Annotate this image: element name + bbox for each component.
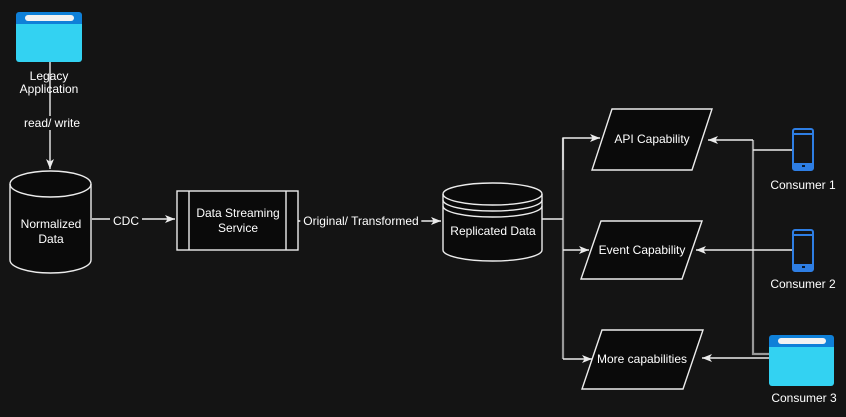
consumer-1-label: Consumer 1 xyxy=(770,178,836,192)
consumer-3-label: Consumer 3 xyxy=(771,391,837,405)
phone-top-bezel xyxy=(794,130,812,135)
consumer-3-browser-window-icon xyxy=(769,335,834,386)
browser-body xyxy=(16,24,82,62)
edge-bus-to-api xyxy=(562,134,600,170)
phone-top-bezel xyxy=(794,231,812,236)
event-capability-label: Event Capability xyxy=(598,243,686,257)
phone-screen xyxy=(794,236,812,264)
node-data-streaming-service-box xyxy=(176,190,299,251)
node-normalized-data-cylinder xyxy=(9,170,92,274)
phone-home-button xyxy=(801,165,805,167)
node-replicated-data-database xyxy=(442,182,543,262)
browser-addressbar xyxy=(25,15,74,21)
edge-consumers-bus xyxy=(751,140,769,356)
read-write-edge-label: read/ write xyxy=(20,116,84,130)
more-capabilities-label: More capabilities xyxy=(596,352,688,366)
cdc-edge-label: CDC xyxy=(110,214,142,228)
phone-screen xyxy=(794,135,812,163)
browser-addressbar xyxy=(778,338,826,344)
consumer-2-mobile-phone-icon xyxy=(792,229,814,272)
node-api-capability-parallelogram xyxy=(591,108,713,171)
consumer-2-label: Consumer 2 xyxy=(770,277,836,291)
legacy-app-browser-window-icon xyxy=(16,12,82,62)
phone-bottom-bar xyxy=(794,163,812,169)
consumer-1-mobile-phone-icon xyxy=(792,128,814,171)
browser-titlebar xyxy=(769,335,834,347)
legacy-app-label: Legacy Application xyxy=(19,69,79,96)
original-transformed-edge-label: Original/ Transformed xyxy=(300,214,422,228)
normalized-data-label: Normalized Data xyxy=(20,217,82,246)
phone-home-button xyxy=(801,266,805,268)
phone-bottom-bar xyxy=(794,264,812,270)
browser-body xyxy=(769,347,834,386)
browser-titlebar xyxy=(16,12,82,24)
api-capability-label: API Capability xyxy=(614,132,690,146)
data-streaming-service-label: Data Streaming Service xyxy=(196,206,280,235)
node-more-capabilities-parallelogram xyxy=(581,329,704,390)
node-event-capability-parallelogram xyxy=(580,220,703,280)
replicated-data-label: Replicated Data xyxy=(450,224,536,238)
